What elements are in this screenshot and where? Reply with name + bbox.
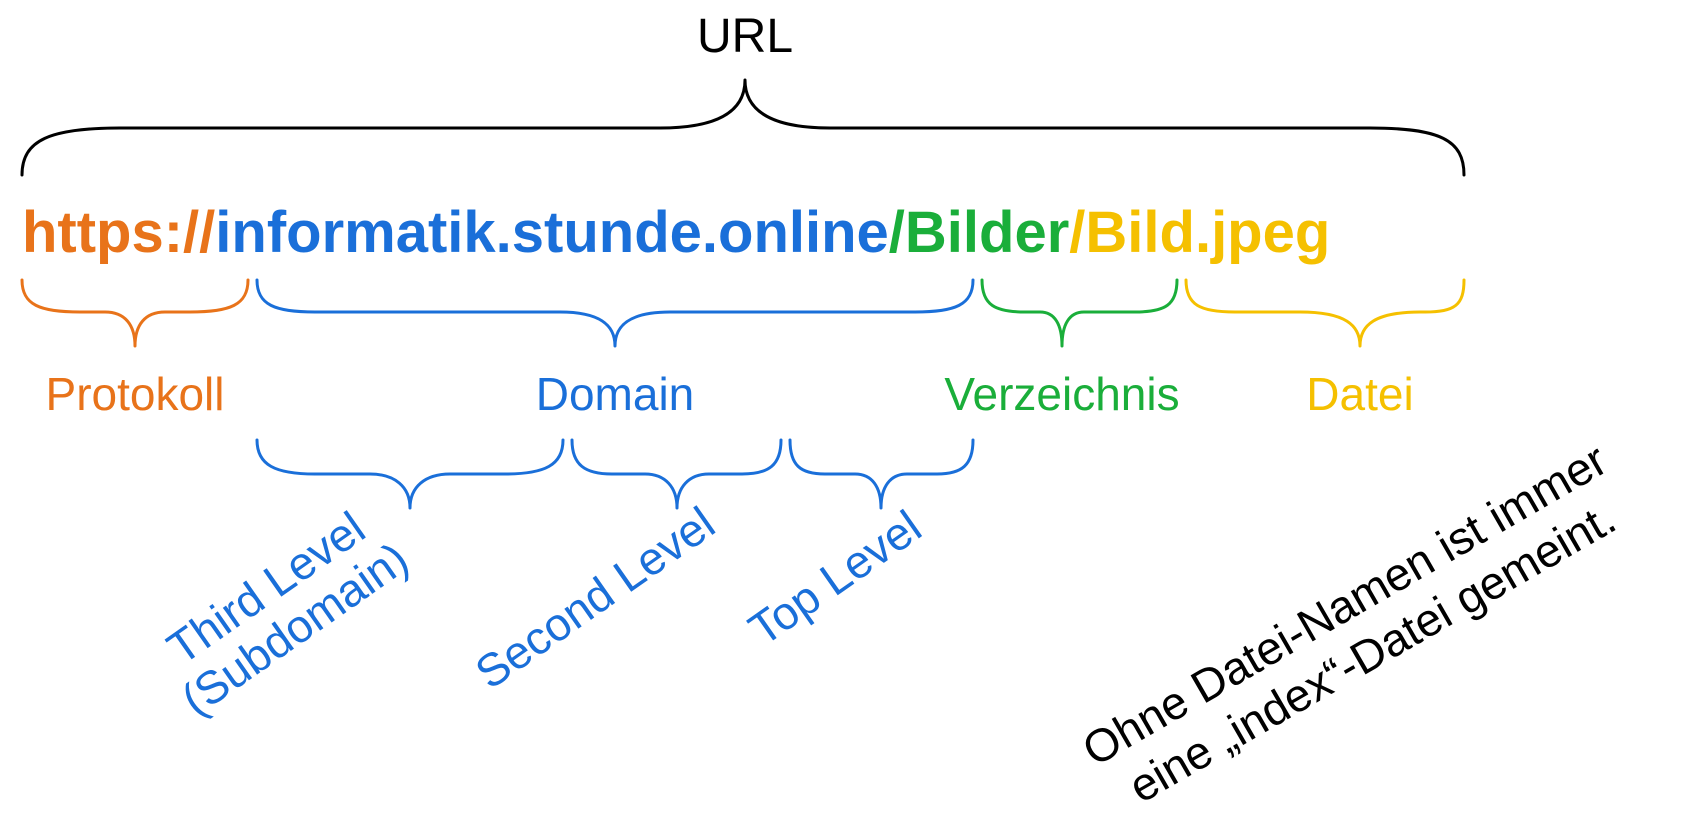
url-line: https://informatik.stunde.online/Bilder/… [22, 200, 1330, 265]
top-level-brace [788, 438, 975, 510]
note-line1: Ohne Datei-Namen ist immer [1074, 433, 1616, 776]
label-protocol: Protokoll [46, 368, 225, 420]
label-directory: Verzeichnis [944, 368, 1179, 420]
label-domain: Domain [536, 368, 695, 420]
url-directory: /Bilder [889, 200, 1070, 265]
url-domain: informatik.stunde.online [215, 200, 889, 265]
third-level-brace [255, 438, 565, 510]
label-file: Datei [1306, 368, 1413, 420]
note-line2: eine „index“-Datei gemeint. [1120, 492, 1624, 813]
protocol-brace [20, 278, 250, 348]
third-level-group: Third Level (Subdomain) [158, 501, 418, 725]
url-protocol: https:// [22, 200, 215, 265]
domain-brace [255, 278, 975, 348]
url-file: /Bild.jpeg [1069, 200, 1330, 265]
url-title: URL [697, 10, 793, 63]
directory-brace [980, 278, 1179, 348]
label-top-level: Top Level [739, 500, 930, 656]
second-level-brace [570, 438, 783, 510]
url-brace [20, 78, 1466, 177]
file-brace [1184, 278, 1466, 348]
note-group: Ohne Datei-Namen ist immer eine „index“-… [1074, 433, 1625, 813]
label-second-level: Second Level [466, 496, 724, 698]
